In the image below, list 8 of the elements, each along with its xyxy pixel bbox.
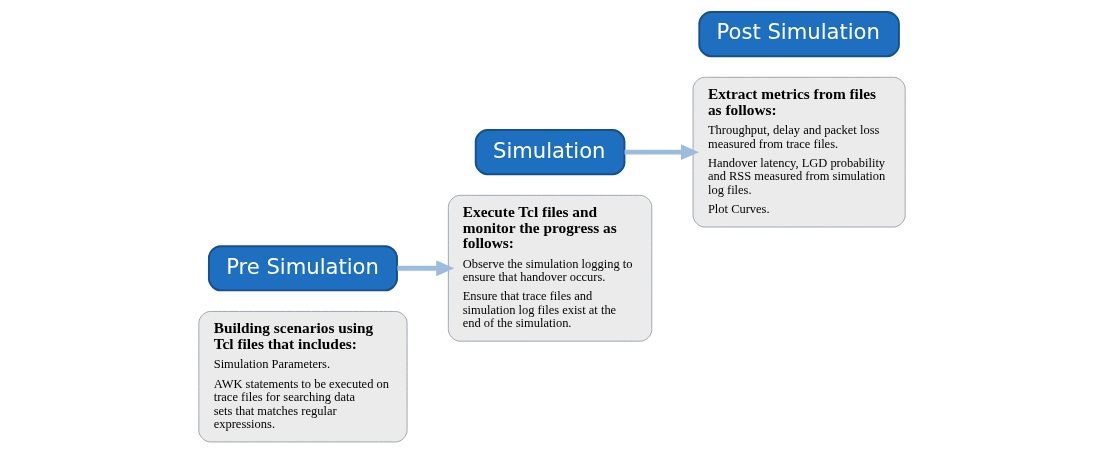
node-box: Post Simulation [698,11,900,58]
node-box: Execute Tcl files and monitor the progress as follows: Observe the simulation logging to ensure that handover occurs. Ensure that trace files and simulation log files exist at the end of the simulation. [447,194,653,342]
node-box: Simulation [474,129,626,176]
node-box: Building scenarios using Tcl files that includes: Simulation Parameters. AWK statements to be executed on trace files for searching data sets that matches regular expressions. [198,310,408,443]
node-box: Pre Simulation [207,245,398,292]
node-box: Extract metrics from files as follows: Throughput, delay and packet loss measured from trace files. Handover latency, LGD probability and RSS measured from simulation log files. Plot Curves. [692,76,906,228]
arrow [397,260,455,277]
arrow [624,144,699,160]
